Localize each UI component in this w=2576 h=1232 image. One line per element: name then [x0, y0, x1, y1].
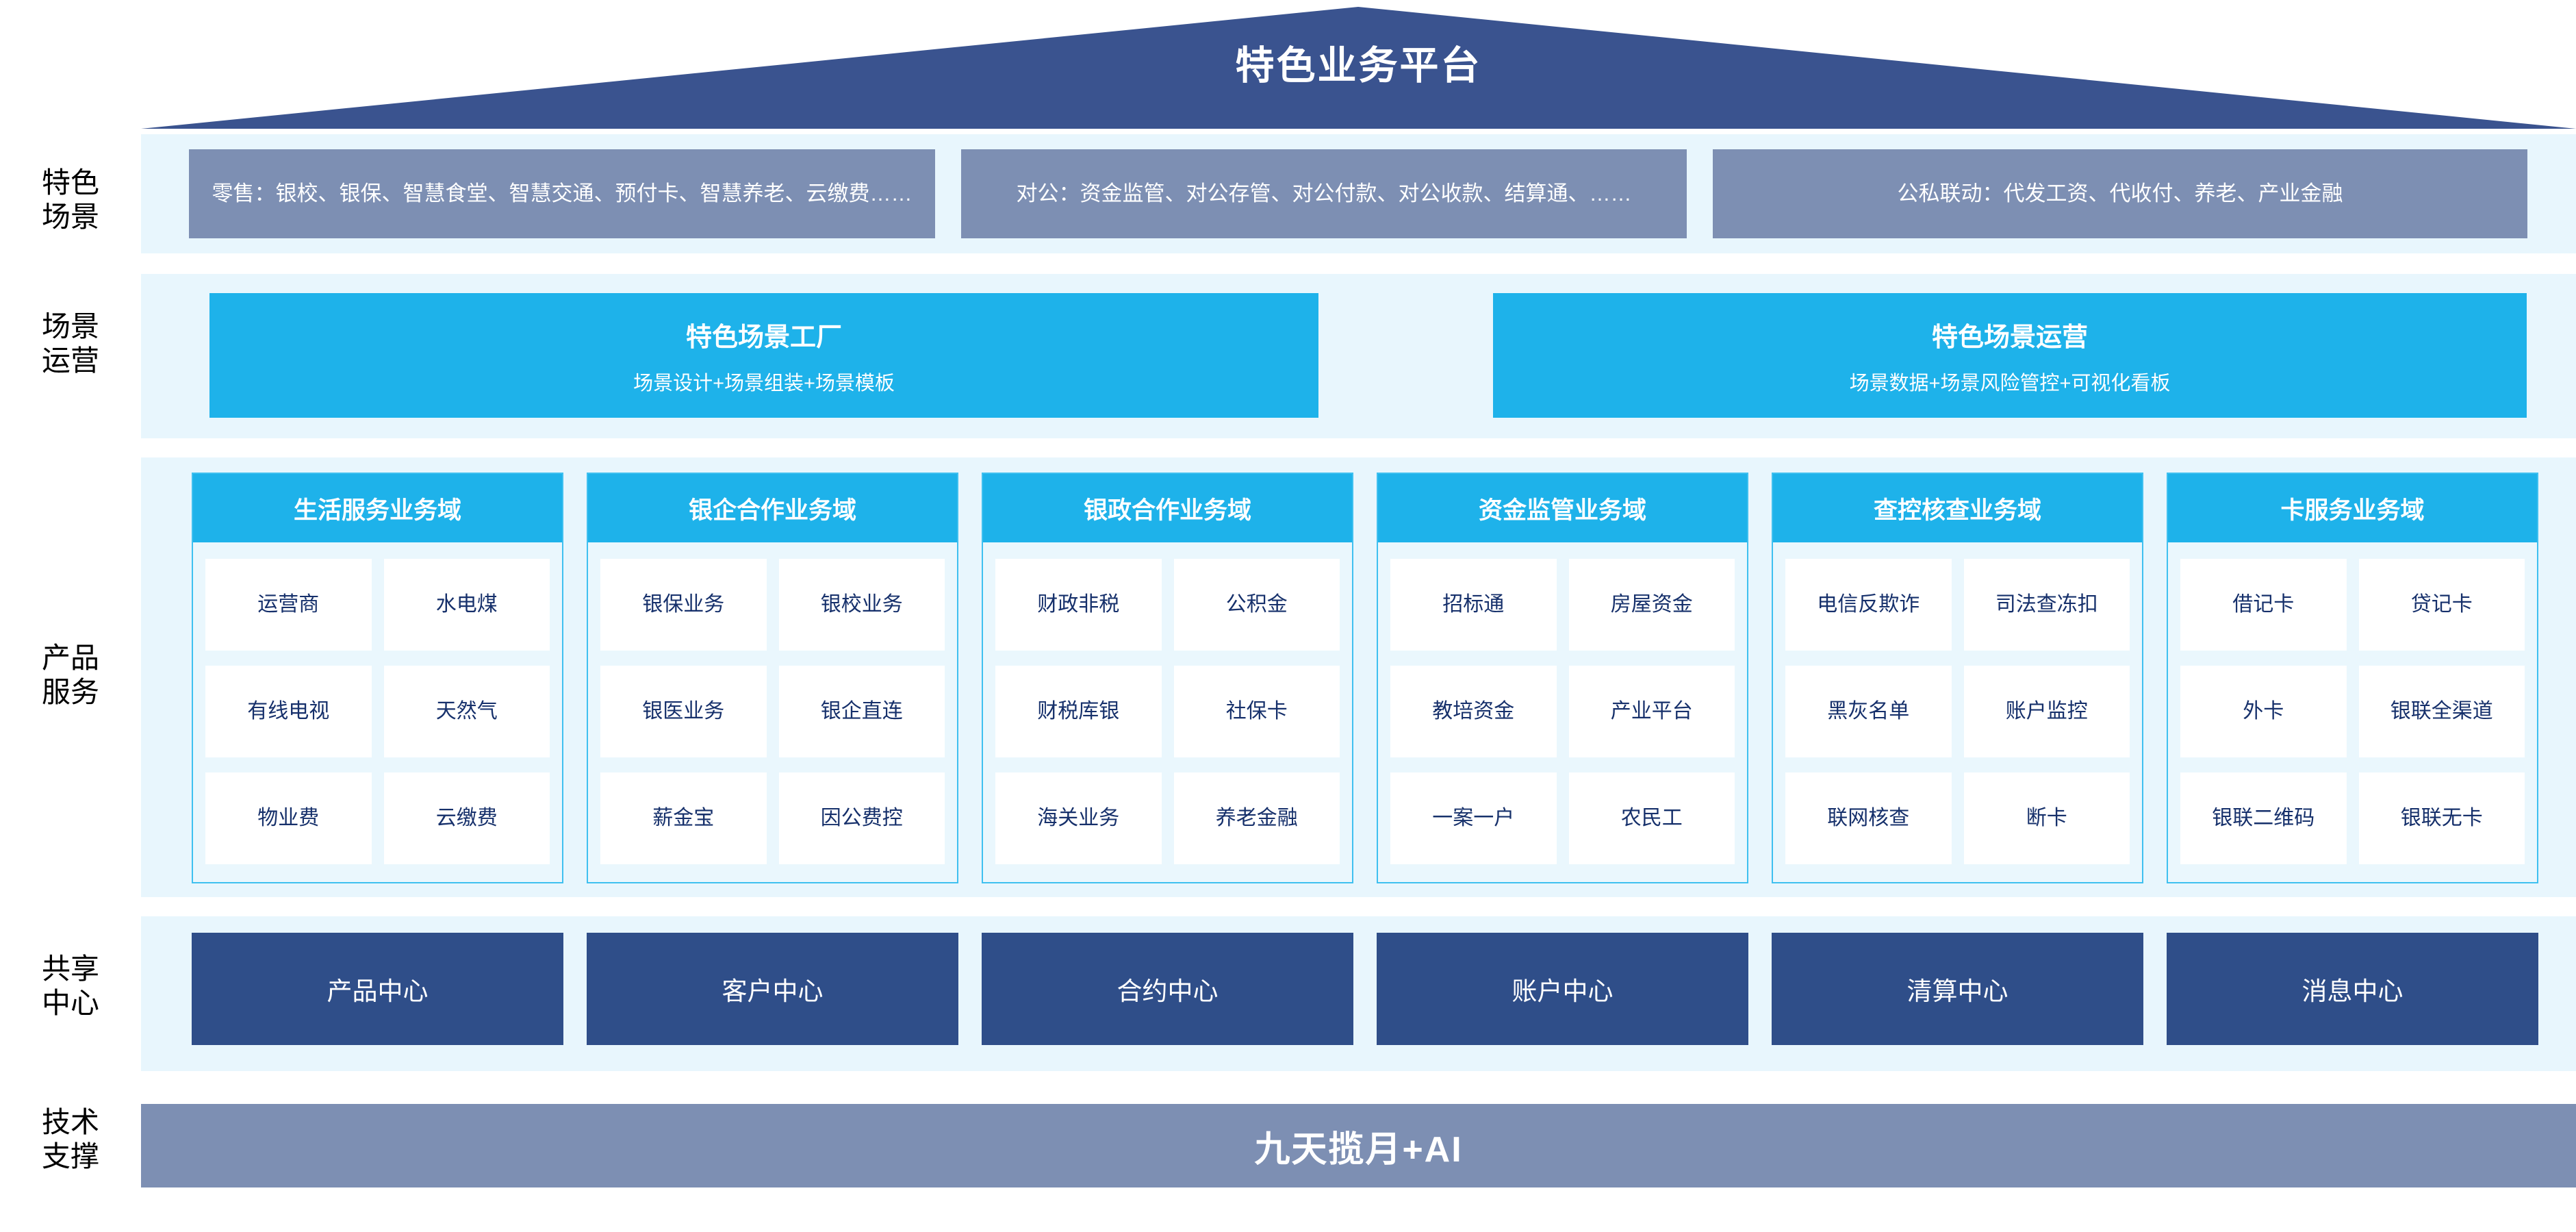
domain-item[interactable]: 天然气 — [383, 666, 550, 757]
domain-item[interactable]: 社保卡 — [1173, 666, 1340, 757]
domain-item[interactable]: 银联二维码 — [2180, 772, 2347, 864]
domain-header: 资金监管业务域 — [1378, 474, 1747, 542]
domain-header: 查控核查业务域 — [1773, 474, 2142, 542]
ops-box-scene-factory-title: 特色场景工厂 — [685, 323, 842, 352]
domain-item[interactable]: 财税库银 — [995, 666, 1162, 757]
rail-label-operations-line1: 场景 — [41, 310, 99, 342]
domain-item[interactable]: 断卡 — [1963, 772, 2130, 864]
domain-item[interactable]: 招标通 — [1390, 559, 1557, 651]
domain-item[interactable]: 产业平台 — [1568, 666, 1735, 757]
rail-label-shared-center: 共享 中心 — [0, 952, 141, 1020]
ops-box-scene-factory-subtitle: 场景设计+场景组装+场景模板 — [633, 372, 895, 394]
domain-item-grid: 借记卡 贷记卡 外卡 银联全渠道 银联二维码 银联无卡 — [2168, 542, 2537, 882]
domain-column-investigation-control[interactable]: 查控核查业务域 电信反欺诈 司法查冻扣 黑灰名单 账户监控 联网核查 断卡 — [1772, 473, 2143, 883]
domain-item[interactable]: 运营商 — [205, 559, 372, 651]
domain-header: 银政合作业务域 — [983, 474, 1352, 542]
domain-column-fund-supervision[interactable]: 资金监管业务域 招标通 房屋资金 教培资金 产业平台 一案一户 农民工 — [1377, 473, 1748, 883]
domain-item[interactable]: 财政非税 — [995, 559, 1162, 651]
domain-item[interactable]: 一案一户 — [1390, 772, 1557, 864]
domain-header: 生活服务业务域 — [193, 474, 562, 542]
rail-label-operations: 场景 运营 — [0, 310, 141, 377]
rail-label-product-line2: 服务 — [41, 675, 99, 708]
rail-label-tech-line1: 技术 — [41, 1106, 99, 1138]
ops-box-scene-factory[interactable]: 特色场景工厂 场景设计+场景组装+场景模板 — [209, 293, 1318, 418]
tech-support-bar[interactable]: 九天揽月+AI — [141, 1104, 2576, 1187]
domain-item[interactable]: 黑灰名单 — [1785, 666, 1952, 757]
domain-item-grid: 电信反欺诈 司法查冻扣 黑灰名单 账户监控 联网核查 断卡 — [1773, 542, 2142, 882]
scenes-band: 零售：银校、银保、智慧食堂、智慧交通、预付卡、智慧养老、云缴费…… 对公：资金监… — [141, 134, 2576, 253]
domain-item[interactable]: 银联无卡 — [2358, 772, 2525, 864]
rail-label-operations-line2: 运营 — [41, 344, 99, 377]
domain-item-grid: 运营商 水电煤 有线电视 天然气 物业费 云缴费 — [193, 542, 562, 882]
domain-item[interactable]: 教培资金 — [1390, 666, 1557, 757]
roof-shape — [141, 7, 2576, 129]
domain-item[interactable]: 农民工 — [1568, 772, 1735, 864]
domain-column-card-service[interactable]: 卡服务业务域 借记卡 贷记卡 外卡 银联全渠道 银联二维码 银联无卡 — [2167, 473, 2538, 883]
shared-center-contract[interactable]: 合约中心 — [982, 933, 1353, 1045]
domain-item[interactable]: 公积金 — [1173, 559, 1340, 651]
rail-label-tech-line2: 支撑 — [41, 1140, 99, 1172]
ops-box-scene-operation-title: 特色场景运营 — [1931, 323, 2088, 352]
domain-header: 银企合作业务域 — [588, 474, 957, 542]
domain-item[interactable]: 因公费控 — [778, 772, 945, 864]
domain-item[interactable]: 房屋资金 — [1568, 559, 1735, 651]
rail-label-product-service: 产品 服务 — [0, 641, 141, 709]
rail-label-share-line1: 共享 — [41, 953, 99, 985]
domain-column-life-service[interactable]: 生活服务业务域 运营商 水电煤 有线电视 天然气 物业费 云缴费 — [192, 473, 563, 883]
rail-label-scenes: 特色 场景 — [0, 166, 141, 234]
domain-item[interactable]: 银医业务 — [600, 666, 767, 757]
shared-center-message[interactable]: 消息中心 — [2167, 933, 2538, 1045]
domain-item[interactable]: 借记卡 — [2180, 559, 2347, 651]
domain-item[interactable]: 物业费 — [205, 772, 372, 864]
domain-item-grid: 财政非税 公积金 财税库银 社保卡 海关业务 养老金融 — [983, 542, 1352, 882]
shared-center-product[interactable]: 产品中心 — [192, 933, 563, 1045]
shared-center-settlement[interactable]: 清算中心 — [1772, 933, 2143, 1045]
domain-item[interactable]: 司法查冻扣 — [1963, 559, 2130, 651]
rail-label-share-line2: 中心 — [41, 986, 99, 1019]
domain-item-grid: 银保业务 银校业务 银医业务 银企直连 薪金宝 因公费控 — [588, 542, 957, 882]
platform-roof: 特色业务平台 — [141, 7, 2576, 129]
domain-item[interactable]: 外卡 — [2180, 666, 2347, 757]
domain-item[interactable]: 账户监控 — [1963, 666, 2130, 757]
scene-box-retail[interactable]: 零售：银校、银保、智慧食堂、智慧交通、预付卡、智慧养老、云缴费…… — [189, 149, 935, 238]
operations-band: 特色场景工厂 场景设计+场景组装+场景模板 特色场景运营 场景数据+场景风险管控… — [141, 274, 2576, 438]
domain-item[interactable]: 水电煤 — [383, 559, 550, 651]
rail-label-scenes-line1: 特色 — [41, 166, 99, 199]
domain-column-bank-government[interactable]: 银政合作业务域 财政非税 公积金 财税库银 社保卡 海关业务 养老金融 — [982, 473, 1353, 883]
domain-item[interactable]: 贷记卡 — [2358, 559, 2525, 651]
domain-item[interactable]: 有线电视 — [205, 666, 372, 757]
scene-box-public-private[interactable]: 公私联动：代发工资、代收付、养老、产业金融 — [1713, 149, 2527, 238]
domain-item[interactable]: 银校业务 — [778, 559, 945, 651]
domain-column-bank-enterprise[interactable]: 银企合作业务域 银保业务 银校业务 银医业务 银企直连 薪金宝 因公费控 — [587, 473, 958, 883]
page-title: 特色业务平台 — [1235, 44, 1482, 88]
domain-item[interactable]: 银企直连 — [778, 666, 945, 757]
domain-item[interactable]: 联网核查 — [1785, 772, 1952, 864]
domain-item[interactable]: 海关业务 — [995, 772, 1162, 864]
domain-item-grid: 招标通 房屋资金 教培资金 产业平台 一案一户 农民工 — [1378, 542, 1747, 882]
rail-label-product-line1: 产品 — [41, 642, 99, 674]
product-service-band: 生活服务业务域 运营商 水电煤 有线电视 天然气 物业费 云缴费 银企合作业务域… — [141, 457, 2576, 897]
ops-box-scene-operation-subtitle: 场景数据+场景风险管控+可视化看板 — [1849, 372, 2171, 394]
ops-box-scene-operation[interactable]: 特色场景运营 场景数据+场景风险管控+可视化看板 — [1493, 293, 2527, 418]
domain-item[interactable]: 云缴费 — [383, 772, 550, 864]
shared-center-band: 产品中心 客户中心 合约中心 账户中心 清算中心 消息中心 — [141, 916, 2576, 1071]
domain-header: 卡服务业务域 — [2168, 474, 2537, 542]
shared-center-customer[interactable]: 客户中心 — [587, 933, 958, 1045]
rail-label-scenes-line2: 场景 — [41, 200, 99, 233]
shared-center-account[interactable]: 账户中心 — [1377, 933, 1748, 1045]
rail-label-tech-support: 技术 支撑 — [0, 1105, 141, 1173]
domain-item[interactable]: 银保业务 — [600, 559, 767, 651]
domain-item[interactable]: 养老金融 — [1173, 772, 1340, 864]
scene-box-corporate[interactable]: 对公：资金监管、对公存管、对公付款、对公收款、结算通、…… — [961, 149, 1687, 238]
domain-item[interactable]: 电信反欺诈 — [1785, 559, 1952, 651]
domain-item[interactable]: 薪金宝 — [600, 772, 767, 864]
domain-item[interactable]: 银联全渠道 — [2358, 666, 2525, 757]
